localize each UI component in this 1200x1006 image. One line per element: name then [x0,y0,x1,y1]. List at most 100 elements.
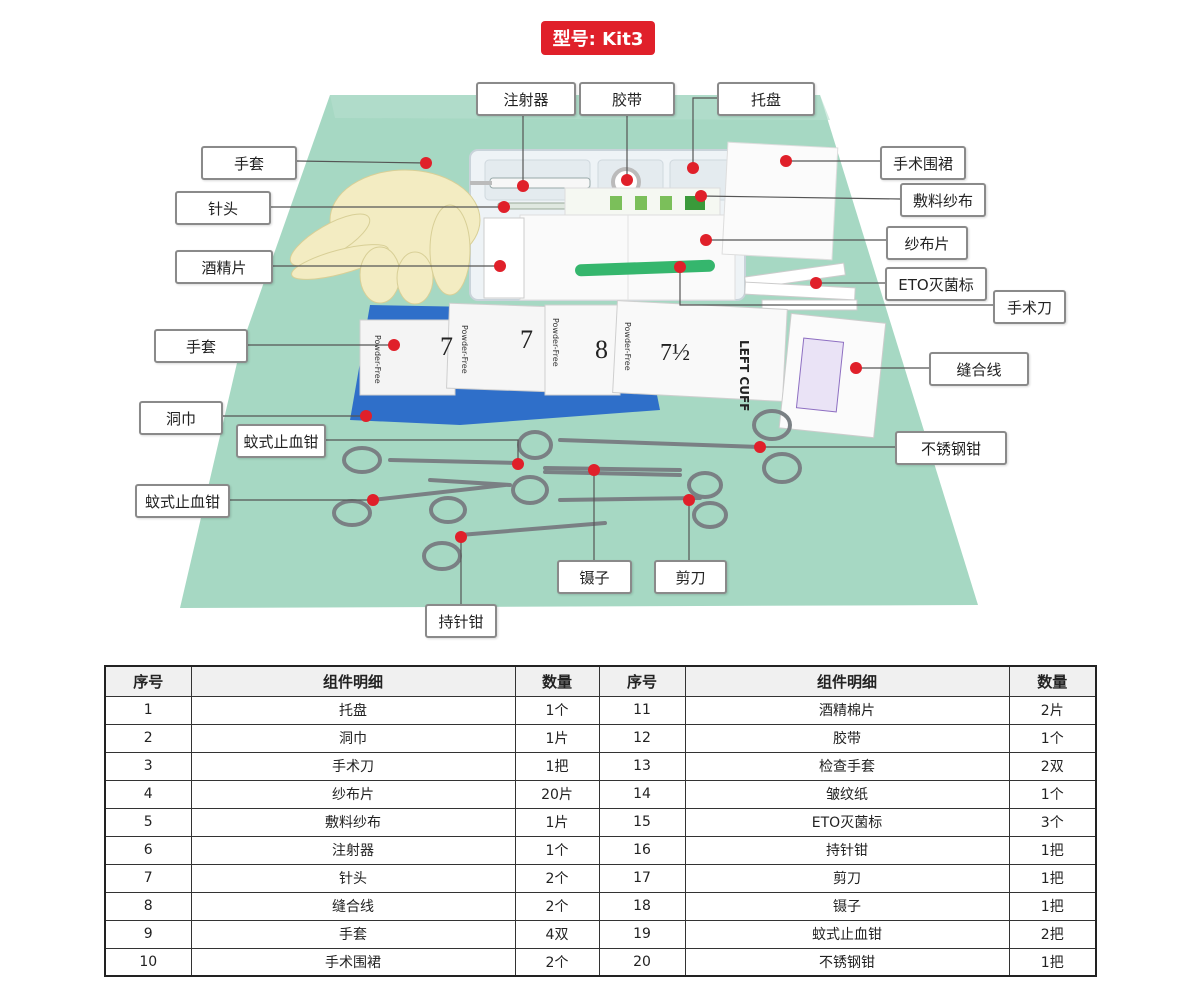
leader-lines [223,97,993,604]
cell-index: 3 [104,751,192,781]
cell-index: 12 [598,723,686,753]
glove-pack-size-3: 8 [595,335,608,364]
glove-pack-brand-3: Powder-Free [551,318,560,367]
table-row: 3 手术刀 1把 13 检查手套 2双 [104,751,1097,781]
cell-index: 15 [598,807,686,837]
header-component: 组件明细 [684,665,1010,697]
cell-index: 13 [598,751,686,781]
header-quantity: 数量 [514,665,600,697]
cell-quantity: 2双 [1008,751,1097,781]
table-row: 8 缝合线 2个 18 镊子 1把 [104,891,1097,921]
table-row: 9 手套 4双 19 蚊式止血钳 2把 [104,919,1097,949]
cell-component: 皱纹纸 [684,779,1010,809]
cell-quantity: 1把 [1008,835,1097,865]
table-row: 5 敷料纱布 1片 15 ETO灭菌标 3个 [104,807,1097,837]
cell-index: 18 [598,891,686,921]
cell-index: 5 [104,807,192,837]
cell-component: 检查手套 [684,751,1010,781]
cell-index: 10 [104,947,192,977]
cell-component: 胶带 [684,723,1010,753]
table-row: 10 手术围裙 2个 20 不锈钢钳 1把 [104,947,1097,977]
callout-gauze: 纱布片 [886,226,968,260]
kit-photo: 7 7 8 7½ LEFT CUFF Powder-Free Powder-Fr… [180,95,993,608]
cell-component: ETO灭菌标 [684,807,1010,837]
cell-quantity: 20片 [514,779,600,809]
latex-gloves [289,169,481,305]
cell-component: 手术刀 [190,751,516,781]
cell-quantity: 1把 [1008,863,1097,893]
cell-quantity: 1个 [514,695,600,725]
surgical-gown [721,141,839,261]
callout-alcohol: 酒精片 [175,250,273,284]
cell-component: 洞巾 [190,723,516,753]
callout-gloves-top: 手套 [201,146,297,180]
glove-pack-brand-1: Powder-Free [373,335,382,384]
cell-index: 2 [104,723,192,753]
cell-index: 20 [598,947,686,977]
cell-quantity: 1个 [1008,779,1097,809]
table-row: 7 针头 2个 17 剪刀 1把 [104,863,1097,893]
callout-needle-holder: 持针钳 [425,604,497,638]
cell-component: 针头 [190,863,516,893]
cell-quantity: 3个 [1008,807,1097,837]
cell-quantity: 1片 [514,723,600,753]
cell-index: 6 [104,835,192,865]
glove-packs [359,300,788,402]
cell-component: 蚊式止血钳 [684,919,1010,949]
glove-pack-size-1: 7 [440,332,453,361]
cell-component: 敷料纱布 [190,807,516,837]
alcohol-pads [483,217,525,299]
cell-component: 持针钳 [684,835,1010,865]
glove-pack-size-4: 7½ [660,340,690,366]
cell-index: 1 [104,695,192,725]
glove-pack-brand-2: Powder-Free [460,325,469,374]
callout-tape: 胶带 [579,82,675,116]
cell-quantity: 2个 [514,863,600,893]
callout-tweezers: 镊子 [557,560,632,594]
cell-quantity: 1个 [514,835,600,865]
cell-component: 注射器 [190,835,516,865]
cell-index: 8 [104,891,192,921]
cell-quantity: 2个 [514,891,600,921]
cell-quantity: 1片 [514,807,600,837]
cell-index: 9 [104,919,192,949]
cell-component: 托盘 [190,695,516,725]
cell-component: 不锈钢钳 [684,947,1010,977]
callout-needle: 针头 [175,191,271,225]
marker-dots [360,155,862,543]
cell-component: 手套 [190,919,516,949]
cell-index: 11 [598,695,686,725]
cell-index: 7 [104,863,192,893]
cell-index: 19 [598,919,686,949]
header-index: 序号 [598,665,686,697]
table-row: 1 托盘 1个 11 酒精棉片 2片 [104,695,1097,725]
cell-index: 16 [598,835,686,865]
cell-quantity: 1把 [514,751,600,781]
callout-gown: 手术围裙 [880,146,966,180]
instruments [332,409,802,571]
table-row: 2 洞巾 1片 12 胶带 1个 [104,723,1097,753]
callout-scalpel: 手术刀 [993,290,1066,324]
header-index: 序号 [104,665,192,697]
table-row: 6 注射器 1个 16 持针钳 1把 [104,835,1097,865]
header-quantity: 数量 [1008,665,1097,697]
callout-mosquito-2: 蚊式止血钳 [135,484,230,518]
cell-quantity: 1把 [1008,947,1097,977]
components-table: 序号 组件明细 数量 序号 组件明细 数量 1 托盘 1个 11 酒精棉片 2片… [104,665,1097,977]
cell-quantity: 4双 [514,919,600,949]
cell-quantity: 2把 [1008,919,1097,949]
syringe [489,177,591,189]
glove-pack-brand-4: Powder-Free [623,322,632,371]
callout-suture: 缝合线 [929,352,1029,386]
callout-gloves-mid: 手套 [154,329,248,363]
callout-dressing: 敷料纱布 [900,183,986,217]
cell-component: 镊子 [684,891,1010,921]
cell-index: 14 [598,779,686,809]
cell-quantity: 2片 [1008,695,1097,725]
callout-drape: 洞巾 [139,401,223,435]
glove-pack-size-2: 7 [520,325,533,354]
callout-steel-forceps: 不锈钢钳 [895,431,1007,465]
cell-component: 剪刀 [684,863,1010,893]
header-component: 组件明细 [190,665,516,697]
cell-index: 4 [104,779,192,809]
